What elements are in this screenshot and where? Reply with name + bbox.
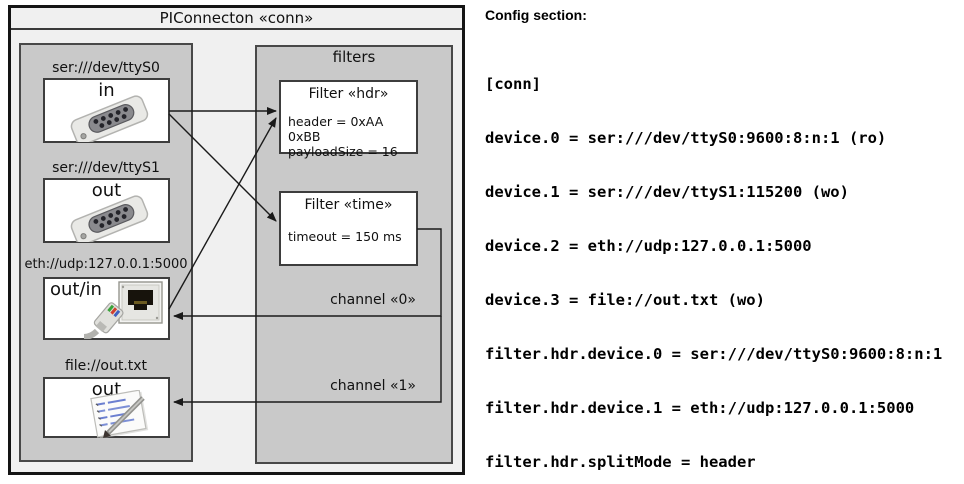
filter-title: Filter «hdr» — [308, 86, 389, 102]
device-uri-label: ser:///dev/ttyS0 — [52, 60, 160, 76]
serial-db9-connector-icon — [70, 195, 149, 242]
filter-property: timeout = 150 ms — [288, 229, 402, 244]
config-line: device.3 = file://out.txt (wo) — [485, 291, 765, 309]
config-line: filter.hdr.splitMode = header — [485, 453, 756, 471]
channel-0-label: channel «0» — [330, 292, 416, 308]
device-uri-label: file://out.txt — [64, 358, 148, 374]
diagram-title: PIConnecton «conn» — [159, 9, 314, 27]
title-separator — [11, 28, 462, 30]
device-box-file: out — [43, 377, 170, 438]
device-uri-label: ser:///dev/ttyS1 — [52, 160, 160, 176]
ethernet-rj45-icon — [83, 281, 163, 339]
device-direction-label: in — [98, 80, 115, 101]
device-box-ttys0: in — [43, 78, 170, 143]
filter-title: Filter «time» — [304, 197, 393, 213]
device-direction-label: out — [91, 180, 122, 201]
device-direction-label: out/in — [50, 279, 102, 300]
filters-group-label: filters — [332, 48, 376, 66]
config-heading: Config section: — [485, 7, 587, 23]
device-uri-label: eth://udp:127.0.0.1:5000 — [24, 257, 188, 272]
filter-hdr-box: Filter «hdr» header = 0xAA 0xBB payloadS… — [279, 80, 418, 159]
config-line: device.0 = ser:///dev/ttyS0:9600:8:n:1 (… — [485, 129, 887, 147]
config-line: filter.hdr.device.1 = eth://udp:127.0.0.… — [485, 399, 915, 417]
device-box-ttys1: out — [43, 178, 170, 243]
serial-db9-connector-icon — [70, 95, 149, 142]
pencil-icon — [103, 396, 145, 438]
notepad-pencil-icon — [90, 390, 149, 438]
config-lines: [conn] device.0 = ser:///dev/ttyS0:9600:… — [485, 39, 952, 484]
config-line: [conn] — [485, 75, 541, 93]
channel-1-label: channel «1» — [330, 378, 416, 394]
config-line: device.1 = ser:///dev/ttyS1:115200 (wo) — [485, 183, 849, 201]
config-line: device.2 = eth://udp:127.0.0.1:5000 — [485, 237, 812, 255]
config-line: filter.hdr.device.0 = ser:///dev/ttyS0:9… — [485, 345, 943, 363]
config-section: Config section: [conn] device.0 = ser://… — [485, 7, 952, 484]
filter-property: payloadSize = 16 — [288, 144, 398, 159]
device-box-eth: out/in — [43, 277, 170, 340]
filter-time-box: Filter «time» timeout = 150 ms — [279, 191, 418, 266]
filter-property: header = 0xAA 0xBB — [288, 114, 384, 144]
